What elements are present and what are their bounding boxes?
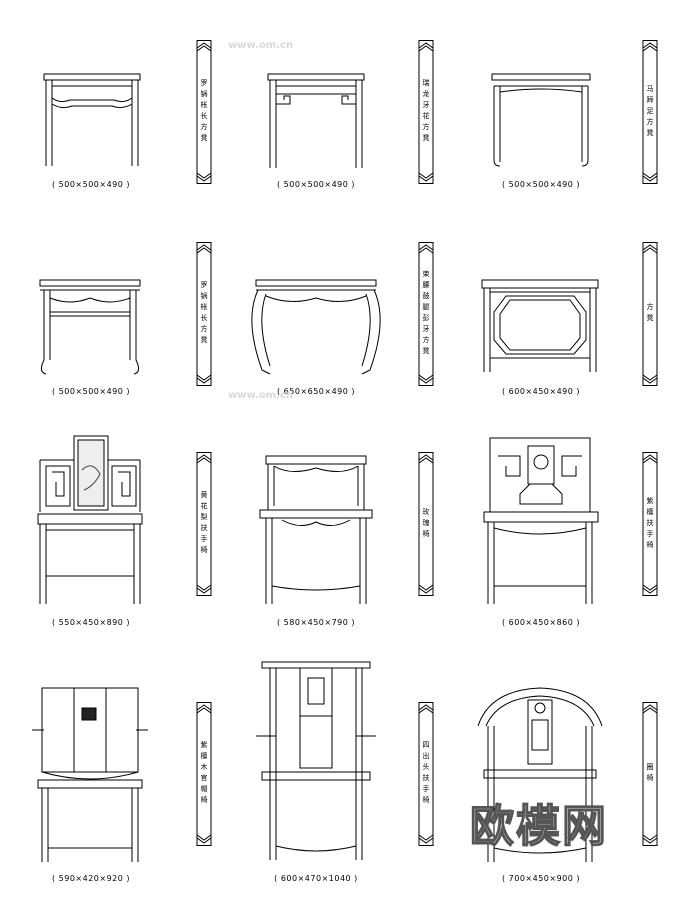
chair-drawing-9 — [484, 438, 598, 604]
chair-drawing-12 — [478, 688, 602, 862]
dimension-label: ( 600×450×860 ) — [501, 618, 581, 627]
name-tag-text: 圈椅 — [646, 763, 654, 785]
dimension-label: ( 500×500×490 ) — [51, 180, 131, 189]
stool-drawing-4 — [40, 280, 140, 374]
watermark-small: www.om.cn — [228, 390, 294, 401]
name-tag: 黄花梨扶手椅 — [196, 452, 212, 596]
dimension-label: ( 550×450×890 ) — [51, 618, 131, 627]
dimension-label: ( 600×470×1040 ) — [274, 874, 358, 883]
dimension-label: ( 650×650×490 ) — [276, 387, 356, 396]
name-tag: 罗锅枨长方凳 — [196, 40, 212, 184]
name-tag: 紫檀扶手椅 — [642, 452, 658, 596]
name-tag: 玫瑰椅 — [418, 452, 434, 596]
name-tag-text: 黄花梨扶手椅 — [200, 491, 208, 557]
name-tag-text: 四出头扶手椅 — [422, 741, 430, 807]
chair-drawing-7 — [38, 436, 142, 604]
name-tag: 圈椅 — [642, 702, 658, 846]
stool-drawing-3 — [492, 74, 590, 166]
dimension-label: ( 500×500×490 ) — [51, 387, 131, 396]
name-tag-text: 紫檀木官帽椅 — [200, 741, 208, 807]
chair-drawing-8 — [260, 456, 372, 604]
name-tag: 马蹄足方凳 — [642, 40, 658, 184]
chair-drawing-11 — [256, 662, 376, 860]
name-tag-text: 马蹄足方凳 — [646, 84, 654, 140]
name-tag-text: 罗锅枨长方凳 — [200, 79, 208, 145]
dimension-label: ( 500×500×490 ) — [501, 180, 581, 189]
dimension-label: ( 600×450×490 ) — [501, 387, 581, 396]
name-tag: 罗锅枨长方凳 — [196, 242, 212, 386]
dimension-label: ( 590×420×920 ) — [51, 874, 131, 883]
brand-watermark: 欧模网 — [469, 800, 608, 853]
stool-drawing-1 — [44, 74, 140, 166]
dimension-label: ( 580×450×790 ) — [276, 618, 356, 627]
dimension-label: ( 700×450×900 ) — [501, 874, 581, 883]
name-tag-text: 紫檀扶手椅 — [646, 496, 654, 552]
stool-drawing-2 — [268, 74, 364, 168]
name-tag: 四出头扶手椅 — [418, 702, 434, 846]
dimension-label: ( 500×500×490 ) — [276, 180, 356, 189]
name-tag: 方凳 — [642, 242, 658, 386]
name-tag-text: 束腰鼓腿彭牙方凳 — [422, 270, 430, 358]
name-tag-text: 玫瑰椅 — [422, 507, 430, 541]
name-tag-text: 方凳 — [646, 303, 654, 325]
name-tag: 束腰鼓腿彭牙方凳 — [418, 242, 434, 386]
name-tag-text: 瑞龙牙花方凳 — [422, 79, 430, 145]
name-tag: 瑞龙牙花方凳 — [418, 40, 434, 184]
chair-drawing-10 — [32, 688, 148, 862]
name-tag: 紫檀木官帽椅 — [196, 702, 212, 846]
stool-drawing-6 — [482, 280, 598, 372]
stool-drawing-5 — [252, 280, 380, 374]
name-tag-text: 罗锅枨长方凳 — [200, 281, 208, 347]
watermark-small: www.om.cn — [228, 40, 294, 51]
